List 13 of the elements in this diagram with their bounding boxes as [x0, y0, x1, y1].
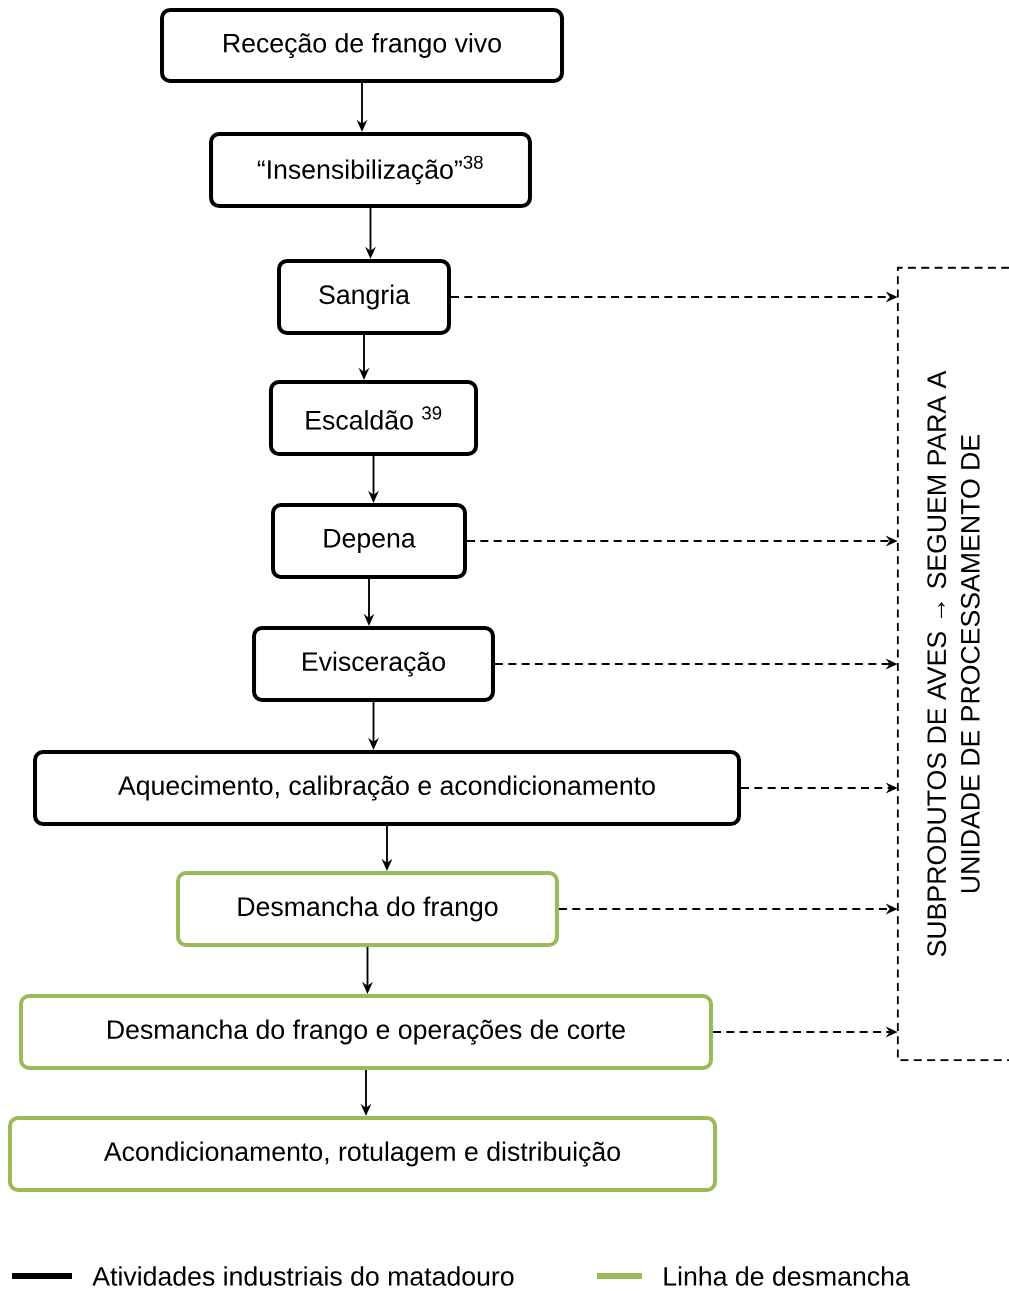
process-box: Escaldão $^{39}$ — [268, 380, 479, 456]
process-box: Depena — [271, 503, 467, 579]
process-box: Aquecimento, calibração e acondicionamento — [33, 750, 741, 826]
process-box: Evisceração — [252, 626, 495, 702]
process-box: Receção de frango vivo — [160, 8, 564, 83]
process-box: “Insensibilização”$^{38}$ — [209, 132, 532, 208]
legend-text: Atividades industriais do matadouro — [92, 1266, 514, 1286]
process-box: Sangria — [277, 259, 451, 335]
process-box: Acondicionamento, rotulagem e distribuição — [7, 1116, 718, 1192]
process-box: Desmancha do frango e operações de corte — [19, 994, 713, 1070]
process-box: Desmancha do frango — [176, 871, 559, 947]
legend-text: Linha de desmancha — [664, 1266, 910, 1286]
dashed-box: SUBPRODUTOS DE AVES → SEGUEM PARA A UNIDADE DE PROCESSAMENTO DE — [896, 266, 1009, 1062]
